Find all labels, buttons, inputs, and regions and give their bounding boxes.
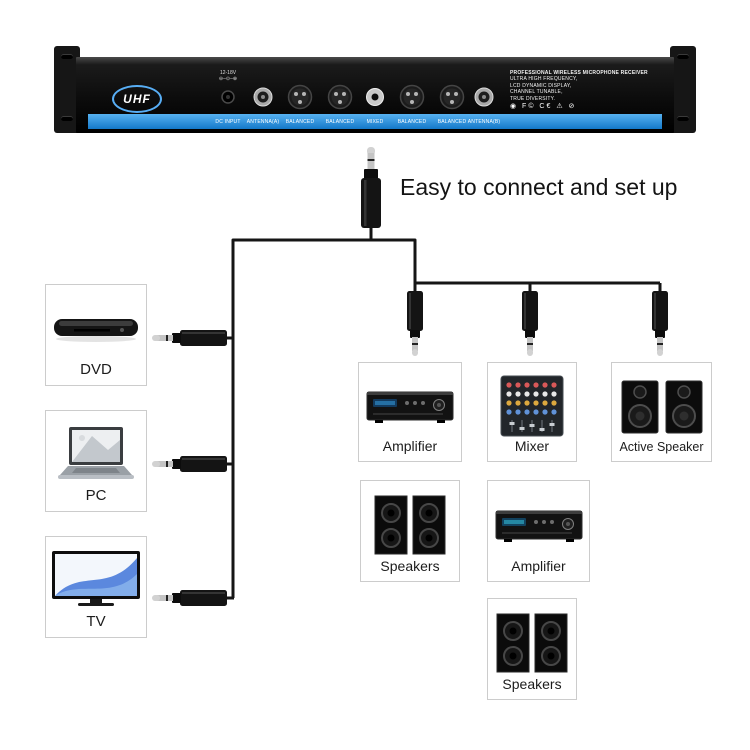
device-box-speakers-1: Speakers bbox=[360, 480, 460, 582]
page-title: Easy to connect and set up bbox=[400, 174, 678, 200]
main-jack-plug-icon bbox=[360, 146, 382, 245]
device-label: DVD bbox=[80, 361, 112, 378]
device-box-amplifier-1: Amplifier bbox=[358, 362, 462, 462]
device-label: TV bbox=[86, 613, 106, 630]
jack-plug-active-speaker-icon bbox=[651, 283, 669, 362]
antenna-a-connector bbox=[253, 87, 273, 107]
device-box-speakers-2: Speakers bbox=[487, 598, 577, 700]
port-label: BALANCED bbox=[285, 118, 315, 125]
rack-ear-left bbox=[54, 46, 80, 133]
device-label: Amplifier bbox=[511, 558, 566, 574]
polarity-icon: ⊖–⊙–⊕ bbox=[218, 76, 238, 82]
feature-list: PROFESSIONAL WIRELESS MICROPHONE RECEIVE… bbox=[510, 70, 648, 102]
xlr-connector bbox=[399, 84, 425, 110]
mounting-hole bbox=[677, 116, 689, 121]
rear-connectors bbox=[221, 84, 494, 110]
tv-image bbox=[49, 547, 143, 613]
device-label: PC bbox=[85, 487, 107, 504]
port-label: MIXED bbox=[366, 118, 384, 125]
device-box-amplifier-2: Amplifier bbox=[487, 480, 590, 582]
dc-input-jack bbox=[221, 90, 235, 104]
port-label: BALANCED bbox=[325, 118, 355, 125]
speakers-image bbox=[491, 609, 573, 676]
receiver-unit: UHF 12-18V ⊖–⊙–⊕ bbox=[76, 57, 674, 133]
active-speaker-image bbox=[615, 373, 708, 440]
amplifier-image bbox=[362, 373, 458, 438]
mounting-hole bbox=[61, 54, 73, 59]
xlr-connector bbox=[327, 84, 353, 110]
device-label: Active Speaker bbox=[619, 440, 704, 454]
device-box-pc: PC bbox=[45, 410, 147, 512]
mounting-hole bbox=[677, 54, 689, 59]
jack-plug-amplifier-icon bbox=[406, 283, 424, 362]
laptop-image bbox=[49, 421, 143, 487]
device-box-active-speaker: Active Speaker bbox=[611, 362, 712, 462]
amplifier-image bbox=[491, 491, 586, 558]
device-label: Speakers bbox=[380, 558, 440, 574]
port-label-strip: DC INPUT ANTENNA(A) BALANCED BALANCED MI… bbox=[88, 114, 662, 129]
device-label: Speakers bbox=[502, 676, 562, 692]
xlr-connector bbox=[439, 84, 465, 110]
device-box-mixer: Mixer bbox=[487, 362, 577, 462]
speakers-image bbox=[364, 491, 456, 558]
jack-plug-pc-icon bbox=[150, 455, 234, 478]
power-spec: 12-18V ⊖–⊙–⊕ bbox=[206, 70, 250, 82]
rack-ear-right bbox=[670, 46, 696, 133]
certification-icons: ◉ F© C€ ⚠ ⊘ bbox=[510, 103, 577, 110]
device-box-dvd: DVD bbox=[45, 284, 147, 386]
cable-path bbox=[231, 238, 417, 598]
port-label: ANTENNA(A) bbox=[246, 118, 280, 125]
xlr-connector bbox=[287, 84, 313, 110]
jack-plug-dvd-icon bbox=[150, 329, 234, 352]
device-box-tv: TV bbox=[45, 536, 147, 638]
antenna-b-connector bbox=[474, 87, 494, 107]
brand-logo: UHF bbox=[112, 85, 162, 113]
device-label: Amplifier bbox=[382, 438, 438, 454]
device-label: Mixer bbox=[514, 438, 550, 454]
jack-plug-mixer-icon bbox=[521, 283, 539, 362]
port-label: BALANCED bbox=[437, 118, 467, 125]
mounting-hole bbox=[61, 116, 73, 121]
port-label: DC INPUT bbox=[215, 118, 241, 125]
dvd-player-image bbox=[49, 295, 143, 361]
port-label: BALANCED bbox=[397, 118, 427, 125]
mixer-image bbox=[491, 373, 573, 438]
mixed-output-jack bbox=[366, 88, 384, 106]
port-label: ANTENNA(B) bbox=[467, 118, 501, 125]
jack-plug-tv-icon bbox=[150, 589, 234, 612]
